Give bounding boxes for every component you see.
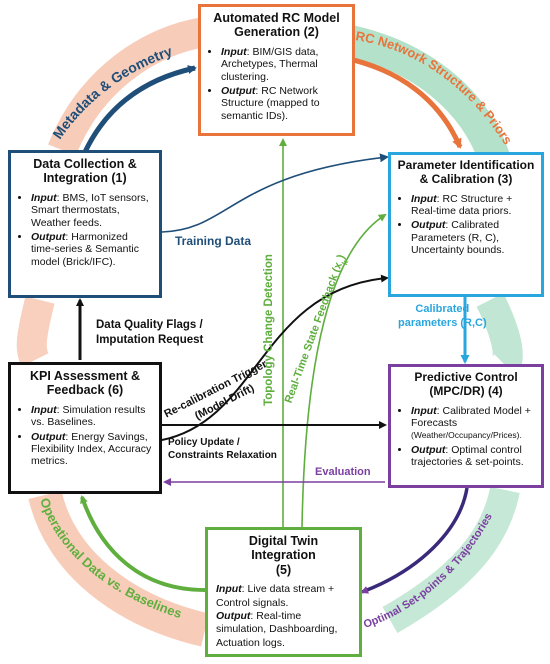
data-collection-title-line-1: Data Collection & xyxy=(33,157,137,171)
predictive-title-line-1: Predictive Control xyxy=(414,370,518,384)
data-collection-output: Output: Harmonized time-series & Semanti… xyxy=(31,231,153,268)
predictive-title: Predictive Control (MPC/DR) (4) xyxy=(397,370,535,399)
arrow-rc-network xyxy=(344,55,463,149)
digital-twin-title: Digital Twin Integration (5) xyxy=(216,534,351,577)
arrow-training-data xyxy=(161,153,389,233)
label-calibrated-line-1: Calibrated xyxy=(415,303,470,315)
rc-gen-title-line-2: Generation (2) xyxy=(234,25,319,40)
digital-twin-input-1: Input: Live data stream + xyxy=(216,583,335,596)
box-digital-twin: Digital Twin Integration (5) Input: Live… xyxy=(205,527,362,657)
box-parameter-identification: Parameter Identification & Calibration (… xyxy=(388,152,544,297)
arrow-operational-data xyxy=(80,495,206,592)
rc-gen-input: Input: BIM/GIS data, Archetypes, Thermal… xyxy=(221,46,346,83)
kpi-title: KPI Assessment & Feedback (6) xyxy=(17,369,153,398)
box-data-collection: Data Collection & Integration (1) Input:… xyxy=(8,150,162,298)
label-dq-flags: Data Quality Flags / Imputation Request xyxy=(96,318,203,348)
box-predictive-control: Predictive Control (MPC/DR) (4) Input: C… xyxy=(388,364,544,488)
digital-twin-output-1: Output: Real-time xyxy=(216,609,302,622)
predictive-input: Input: Calibrated Model + Forecasts(Weat… xyxy=(411,405,535,442)
predictive-list: Input: Calibrated Model + Forecasts(Weat… xyxy=(397,405,535,469)
predictive-title-line-2: (MPC/DR) (4) xyxy=(429,383,503,398)
kpi-title-line-2: Feedback (6) xyxy=(46,383,124,398)
box-rc-model-generation: Automated RC Model Generation (2) Input:… xyxy=(198,4,355,136)
band-mint-right xyxy=(476,293,523,376)
data-collection-title-line-2: Integration (1) xyxy=(43,171,127,186)
label-calibrated-params: Calibrated parameters (R,C) xyxy=(398,303,487,331)
digital-twin-output-3: Actuation logs. xyxy=(216,636,285,649)
band-mint-top xyxy=(341,24,511,166)
param-id-title-line-2: & Calibration (3) xyxy=(419,171,513,186)
label-policy-line-2: Constraints Relaxation xyxy=(168,450,277,461)
label-calibrated-line-2: parameters (R,C) xyxy=(398,316,487,329)
band-peach-bottom xyxy=(28,490,210,647)
rc-gen-title-line-1: Automated RC Model xyxy=(213,11,340,25)
rc-gen-title: Automated RC Model Generation (2) xyxy=(207,11,346,40)
arrow-metadata-geometry xyxy=(82,65,197,154)
digital-twin-details: Input: Live data stream + Control signal… xyxy=(216,583,351,649)
rc-gen-list: Input: BIM/GIS data, Archetypes, Thermal… xyxy=(207,46,346,122)
arrow-recalibration xyxy=(161,274,389,441)
kpi-list: Input: Simulation results vs. Baselines.… xyxy=(17,404,153,468)
digital-twin-output-2: simulation, Dashboarding, xyxy=(216,623,338,636)
param-id-output: Output: Calibrated Parameters (R, C), Un… xyxy=(411,219,535,256)
data-collection-input: Input: BMS, IoT sensors, Smart thermosta… xyxy=(31,192,153,229)
predictive-output: Output: Optimal control trajectories & s… xyxy=(411,444,535,469)
param-id-list: Input: RC Structure + Real-time data pri… xyxy=(397,193,535,257)
digital-twin-input-2: Control signals. xyxy=(216,596,289,609)
kpi-output: Output: Energy Savings, Flexibility Inde… xyxy=(31,431,153,468)
label-topology-change: Topology Change Detection xyxy=(263,254,275,406)
kpi-input: Input: Simulation results vs. Baselines. xyxy=(31,404,153,429)
label-evaluation: Evaluation xyxy=(315,466,371,478)
arrow-optimal-setpoints xyxy=(360,487,469,594)
box-kpi-assessment: KPI Assessment & Feedback (6) Input: Sim… xyxy=(8,362,162,494)
label-policy-update: Policy Update / Constraints Relaxation xyxy=(168,436,277,462)
label-training-data: Training Data xyxy=(175,234,252,248)
band-peach-left xyxy=(16,296,55,367)
band-peach-top xyxy=(48,17,208,156)
kpi-title-line-1: KPI Assessment & xyxy=(30,369,140,383)
digital-twin-title-line-1: Digital Twin Integration xyxy=(248,534,319,563)
arrow-realtime-feedback xyxy=(301,213,387,528)
label-dq-line-2: Imputation Request xyxy=(96,333,204,346)
data-collection-title: Data Collection & Integration (1) xyxy=(17,157,153,186)
rc-gen-output: Output: RC Network Structure (mapped to … xyxy=(221,85,346,122)
param-id-input: Input: RC Structure + Real-time data pri… xyxy=(411,193,535,218)
param-id-title-line-1: Parameter Identification xyxy=(397,158,535,172)
label-dq-line-1: Data Quality Flags / xyxy=(96,319,203,331)
band-mint-right-low xyxy=(382,486,520,634)
label-realtime-feedback: Real-Time State Feedback (xk) xyxy=(283,253,351,406)
label-policy-line-1: Policy Update / xyxy=(168,437,240,448)
data-collection-list: Input: BMS, IoT sensors, Smart thermosta… xyxy=(17,192,153,268)
param-id-title: Parameter Identification & Calibration (… xyxy=(397,158,535,187)
digital-twin-title-line-2: (5) xyxy=(275,562,292,577)
